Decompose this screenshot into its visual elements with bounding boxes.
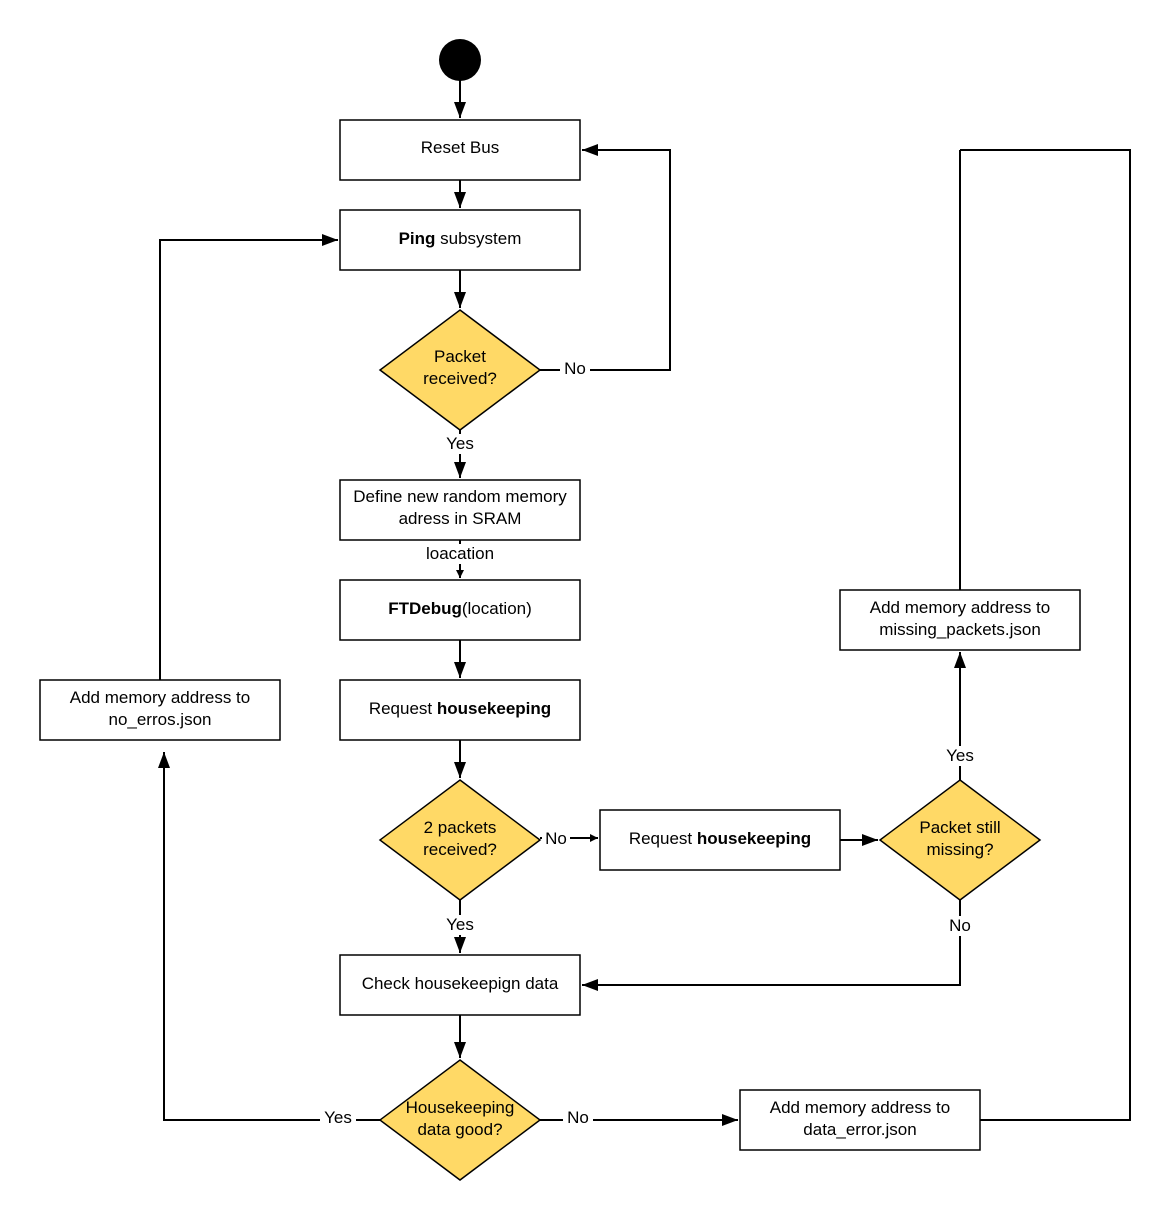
packet-no-label: No (564, 359, 586, 378)
two-packets-line2: received? (423, 840, 497, 859)
missing-packets-line2: missing_packets.json (879, 620, 1041, 639)
define-memory-line1: Define new random memory (353, 487, 567, 506)
edge-still-no-check (582, 900, 961, 991)
two-no-label: No (545, 829, 567, 848)
request-housekeeping-2-bold: housekeeping (697, 829, 811, 848)
packet-yes-label: Yes (446, 434, 474, 453)
hk-good-line1: Housekeeping (406, 1098, 515, 1117)
data-error-box (739, 1089, 981, 1151)
hk-yes-label-bg (320, 1108, 356, 1128)
edge-dataerror-reset (960, 149, 1131, 1121)
two-packets-diamond (378, 779, 542, 901)
ftdebug-rest: (location) (462, 599, 532, 618)
hk-yes-label: Yes (324, 1108, 352, 1127)
request-housekeeping-2-box (599, 809, 841, 871)
hk-good-line2: data good? (417, 1120, 502, 1139)
no-errors-line1: Add memory address to (70, 688, 250, 707)
packet-no-label-bg (560, 360, 590, 380)
reset-bus-text: Reset Bus (421, 138, 499, 157)
two-packets-line1: 2 packets (424, 818, 497, 837)
hk-no-label-bg (563, 1108, 593, 1128)
still-yes-label-bg (940, 746, 980, 766)
reset-bus-box (339, 119, 581, 181)
hk-no-label: No (567, 1108, 589, 1127)
ftdebug-bold: FTDebug (388, 599, 462, 618)
packet-still-missing-line1: Packet still (919, 818, 1000, 837)
packet-received-diamond (378, 309, 542, 431)
missing-packets-line1: Add memory address to (870, 598, 1050, 617)
request-housekeeping-2-text: Request housekeeping (629, 829, 811, 848)
edge-noerrors-ping (159, 234, 338, 680)
request-housekeeping-text: Request housekeeping (369, 699, 551, 718)
packet-still-missing-diamond (878, 779, 1042, 901)
hk-good-diamond (378, 1059, 542, 1181)
ping-text: Ping subsystem (399, 229, 522, 248)
no-errors-line2: no_erros.json (108, 710, 211, 729)
no-errors-box (39, 679, 281, 741)
edge-packet-no-reset (540, 144, 671, 371)
missing-packets-box (839, 589, 1081, 651)
request-housekeeping-box (339, 679, 581, 741)
define-memory-line2: adress in SRAM (399, 509, 522, 528)
request-housekeeping-plain: Request (369, 699, 437, 718)
two-yes-label-bg (440, 915, 480, 935)
check-housekeeping-box (339, 954, 581, 1016)
location-label-bg (418, 544, 502, 564)
data-error-line2: data_error.json (803, 1120, 916, 1139)
start-node (439, 39, 481, 81)
request-housekeeping-2-plain: Request (629, 829, 697, 848)
request-housekeeping-bold: housekeeping (437, 699, 551, 718)
ping-bold: Ping (399, 229, 436, 248)
still-no-label: No (949, 916, 971, 935)
packet-received-line2: received? (423, 369, 497, 388)
packet-received-line1: Packet (434, 347, 486, 366)
packet-still-missing-line2: missing? (926, 840, 993, 859)
data-error-line1: Add memory address to (770, 1098, 950, 1117)
define-memory-box (339, 479, 581, 541)
ping-rest: subsystem (435, 229, 521, 248)
edge-hkgood-yes-noerrors (158, 752, 380, 1121)
two-yes-label: Yes (446, 915, 474, 934)
location-label: loacation (426, 544, 494, 563)
two-no-label-bg (542, 829, 570, 849)
still-yes-label: Yes (946, 746, 974, 765)
check-housekeeping-text: Check housekeepign data (362, 974, 559, 993)
ftdebug-text: FTDebug(location) (388, 599, 532, 618)
still-no-label-bg (944, 916, 976, 936)
ping-box (339, 209, 581, 271)
ftdebug-box (339, 579, 581, 641)
packet-yes-label-bg (440, 434, 480, 454)
